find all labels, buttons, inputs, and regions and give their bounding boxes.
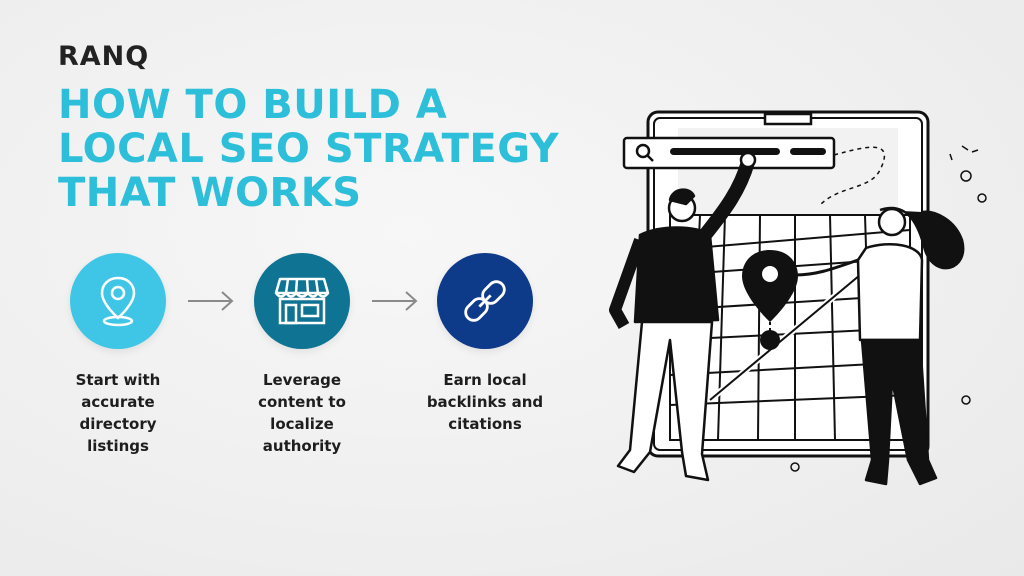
search-icon bbox=[635, 143, 651, 159]
step-1-circle bbox=[70, 253, 166, 349]
man-figure bbox=[609, 151, 757, 482]
arrow-right-icon bbox=[372, 291, 418, 311]
map-pin-icon bbox=[742, 250, 798, 350]
step-1-text: Start with accurate directory listings bbox=[75, 371, 161, 455]
arrow-right-icon bbox=[188, 291, 234, 311]
ranq-logo: RANQ bbox=[58, 41, 150, 72]
search-bar bbox=[622, 136, 836, 170]
woman-figure bbox=[794, 206, 965, 486]
step-2-text: Leverage content to localize authority bbox=[258, 371, 346, 455]
location-pin-icon bbox=[100, 276, 136, 327]
storefront-icon bbox=[274, 277, 330, 325]
title-line-2: LOCAL SEO STRATEGY bbox=[58, 126, 560, 172]
local-seo-illustration bbox=[609, 110, 987, 486]
step-3-text: Earn local backlinks and citations bbox=[426, 371, 544, 433]
step-2-circle bbox=[254, 253, 350, 349]
title-line-3: THAT WORKS bbox=[58, 170, 362, 216]
step-3-circle bbox=[437, 253, 533, 349]
page-title: HOW TO BUILD A LOCAL SEO STRATEGY THAT W… bbox=[58, 83, 578, 215]
title-line-1: HOW TO BUILD A bbox=[58, 82, 448, 128]
link-icon bbox=[464, 280, 506, 322]
